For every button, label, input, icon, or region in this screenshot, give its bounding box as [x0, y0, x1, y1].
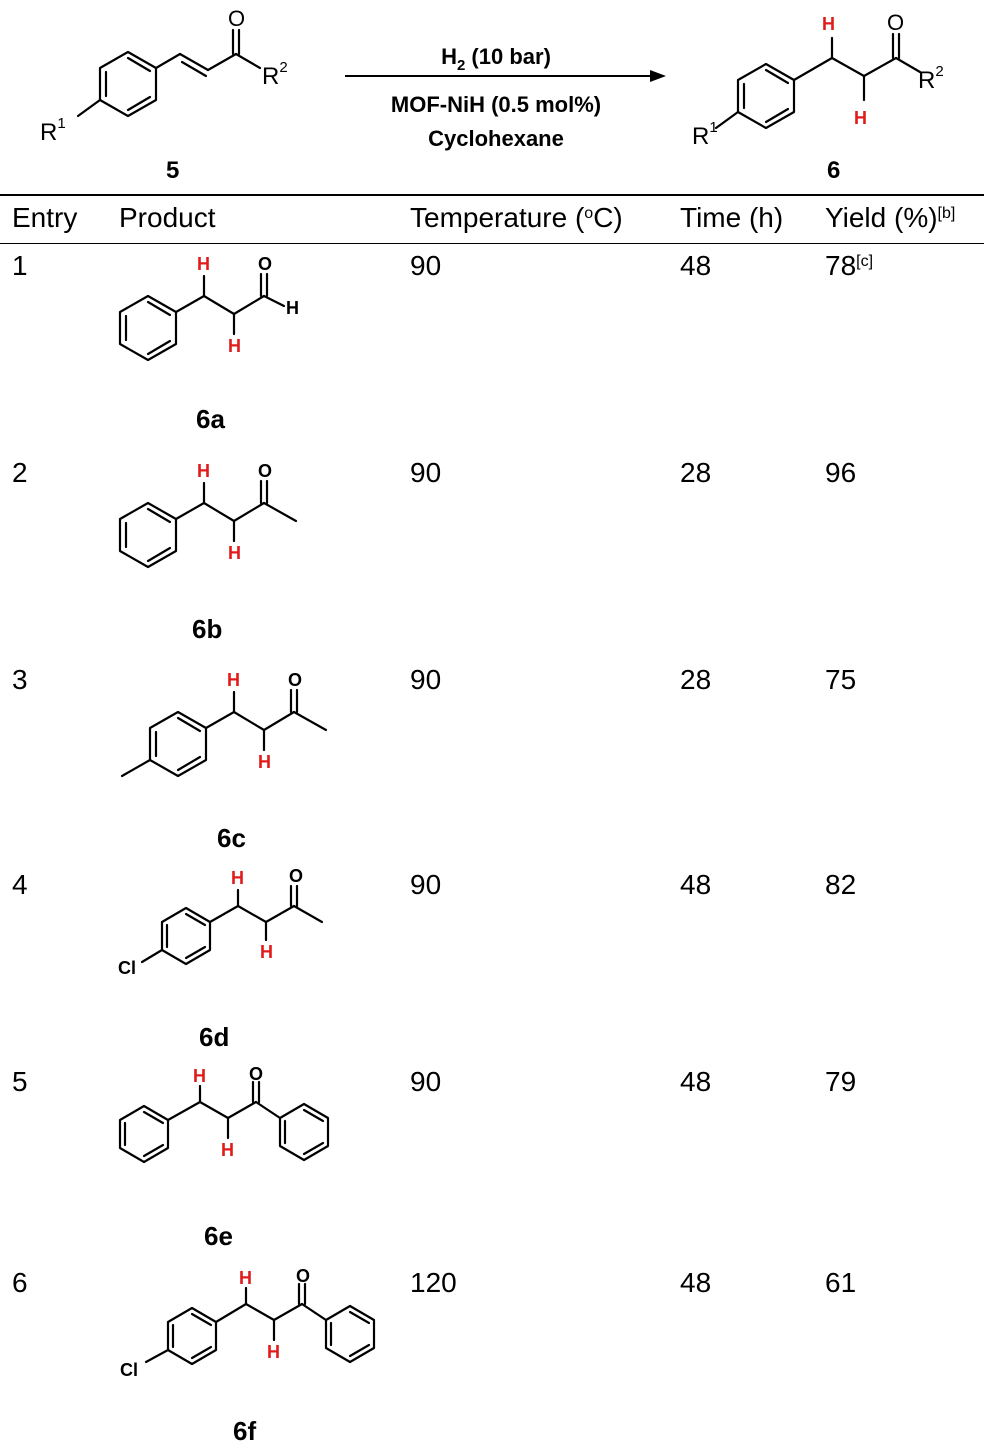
svg-text:O: O [249, 1064, 263, 1084]
row-time: 48 [680, 1267, 712, 1298]
reaction-scheme: O R2 R1 5 H2 (10 bar) MOF-NiH (0.5 mol%)… [40, 6, 944, 184]
svg-text:H: H [228, 336, 241, 356]
svg-text:H: H [197, 461, 210, 481]
compound-label: 6c [217, 823, 246, 853]
row-time: 28 [680, 664, 712, 695]
row-temperature: 120 [410, 1267, 457, 1298]
compound-label: 6f [233, 1416, 257, 1446]
compound-label: 6d [199, 1022, 230, 1052]
compound-label: 6b [192, 614, 223, 644]
header-yield: Yield (%)[b] [825, 202, 956, 233]
row-time: 48 [680, 250, 712, 281]
product-structure [714, 32, 922, 130]
row-yield: 96 [825, 457, 857, 488]
svg-text:H: H [258, 752, 271, 772]
svg-text:H: H [227, 670, 240, 690]
svg-text:H: H [260, 942, 273, 962]
svg-text:H: H [221, 1140, 234, 1160]
row-temperature: 90 [410, 250, 442, 281]
reactant-structure [76, 28, 262, 118]
table-top-rule [0, 194, 984, 196]
svg-text:H: H [193, 1066, 206, 1086]
row-yield: 75 [825, 664, 857, 695]
svg-text:H: H [231, 868, 244, 888]
row-temperature: 90 [410, 1066, 442, 1097]
product-h-bottom: H [854, 108, 867, 128]
row-yield: 61 [825, 1267, 857, 1298]
row-entry: 3 [12, 664, 28, 695]
product-o-atom: O [887, 10, 904, 35]
row-time: 48 [680, 869, 712, 900]
condition-catalyst: MOF-NiH (0.5 mol%) [391, 92, 601, 117]
structure-6f: H H O Cl [120, 1266, 376, 1380]
row-temperature: 90 [410, 869, 442, 900]
svg-text:O: O [258, 254, 272, 274]
structure-6a: H H O H [118, 254, 299, 362]
svg-text:H: H [228, 543, 241, 563]
svg-text:O: O [289, 866, 303, 886]
svg-text:Cl: Cl [118, 958, 136, 978]
svg-text:O: O [296, 1266, 310, 1286]
header-entry: Entry [12, 202, 78, 233]
reaction-arrow-head [650, 70, 666, 82]
row-entry: 5 [12, 1066, 28, 1097]
table-header-rule [0, 243, 984, 244]
row-time: 48 [680, 1066, 712, 1097]
row-yield: 78[c] [825, 250, 874, 281]
row-yield: 82 [825, 869, 857, 900]
structure-6d: H H O Cl [118, 866, 324, 978]
row-temperature: 90 [410, 664, 442, 695]
structure-6e: H H O [118, 1064, 330, 1164]
reactant-o-atom: O [228, 6, 245, 31]
product-h-top: H [822, 14, 835, 34]
svg-text:O: O [288, 670, 302, 690]
product-r1: R1 [692, 119, 718, 150]
row-entry: 1 [12, 250, 28, 281]
product-r2: R2 [918, 63, 944, 94]
row-time: 28 [680, 457, 712, 488]
row-temperature: 90 [410, 457, 442, 488]
reactant-label: 5 [166, 157, 179, 184]
svg-text:O: O [258, 461, 272, 481]
header-product: Product [119, 202, 216, 233]
svg-text:H: H [286, 298, 299, 318]
product-label: 6 [827, 157, 840, 184]
row-entry: 4 [12, 869, 28, 900]
header-temperature: Temperature (oC) [410, 202, 623, 233]
svg-text:Cl: Cl [120, 1360, 138, 1380]
structure-6b: H H O [118, 461, 298, 569]
row-entry: 6 [12, 1267, 28, 1298]
row-yield: 79 [825, 1066, 857, 1097]
header-time: Time (h) [680, 202, 784, 233]
reactant-r2: R2 [262, 59, 288, 90]
condition-solvent: Cyclohexane [428, 126, 564, 151]
compound-label: 6a [196, 404, 225, 434]
structure-6c: H H O [120, 670, 328, 778]
reactant-r1: R1 [40, 115, 66, 146]
condition-hydrogen: H2 (10 bar) [441, 44, 551, 74]
row-entry: 2 [12, 457, 28, 488]
svg-text:H: H [197, 254, 210, 274]
compound-label: 6e [204, 1221, 233, 1251]
svg-text:H: H [267, 1342, 280, 1362]
svg-text:H: H [239, 1268, 252, 1288]
